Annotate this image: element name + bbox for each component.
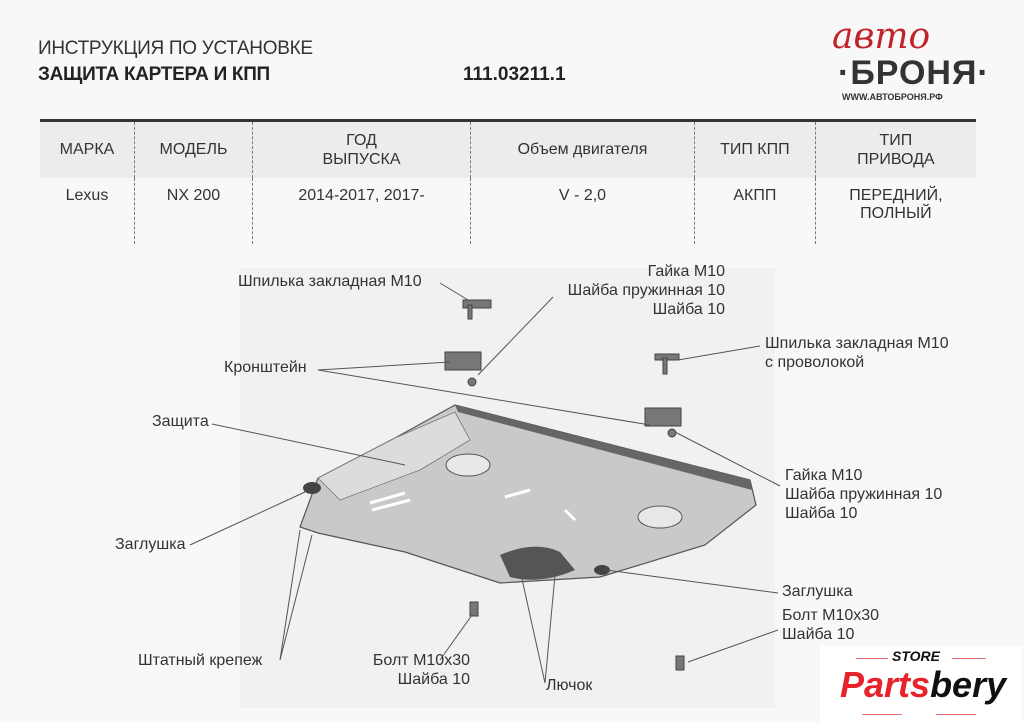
table-row: Lexus NX 200 2014-2017, 2017- V - 2,0 АК… (40, 177, 976, 244)
label-hatch: Лючок (546, 677, 593, 694)
col-engine: Объем двигателя (470, 120, 695, 178)
doc-title: ИНСТРУКЦИЯ ПО УСТАНОВКЕ (38, 38, 313, 59)
logo-script: авто (832, 16, 931, 57)
label-plug-right: Заглушка (782, 583, 853, 600)
cell-model: NX 200 (133, 177, 253, 244)
label-stud-top: Шпилька закладная М10 (238, 273, 422, 290)
shield-drawing (299, 404, 757, 584)
cell-drive: ПЕРЕДНИЙ,ПОЛНЫЙ (814, 177, 976, 244)
product-code: 111.03211.1 (463, 64, 566, 85)
cell-gearbox: АКПП (693, 177, 816, 244)
partsbery-watermark: STORE Partsbery (820, 646, 1022, 722)
label-plug-left: Заглушка (115, 536, 186, 553)
fastener-parts (444, 299, 685, 671)
cell-make: Lexus (65, 186, 109, 204)
avtobronya-logo: авто ·БРОНЯ· WWW.АВТОБРОНЯ.РФ (826, 16, 989, 108)
col-gearbox: ТИП КПП (693, 120, 816, 178)
label-shield: Защита (152, 413, 209, 430)
col-model: МОДЕЛЬ (133, 120, 253, 178)
leader-lines (189, 282, 781, 684)
logo-url: WWW.АВТОБРОНЯ.РФ (842, 92, 943, 102)
logo-main: ·БРОНЯ· (838, 54, 990, 92)
cell-engine: V - 2,0 (470, 177, 695, 244)
label-standard-fastener: Штатный крепеж (138, 652, 263, 669)
label-bracket: Кронштейн (224, 359, 307, 376)
product-title: ЗАЩИТА КАРТЕРА И КПП (38, 64, 270, 85)
col-make: МАРКА (40, 120, 135, 178)
cell-year: 2014-2017, 2017- (252, 177, 471, 244)
